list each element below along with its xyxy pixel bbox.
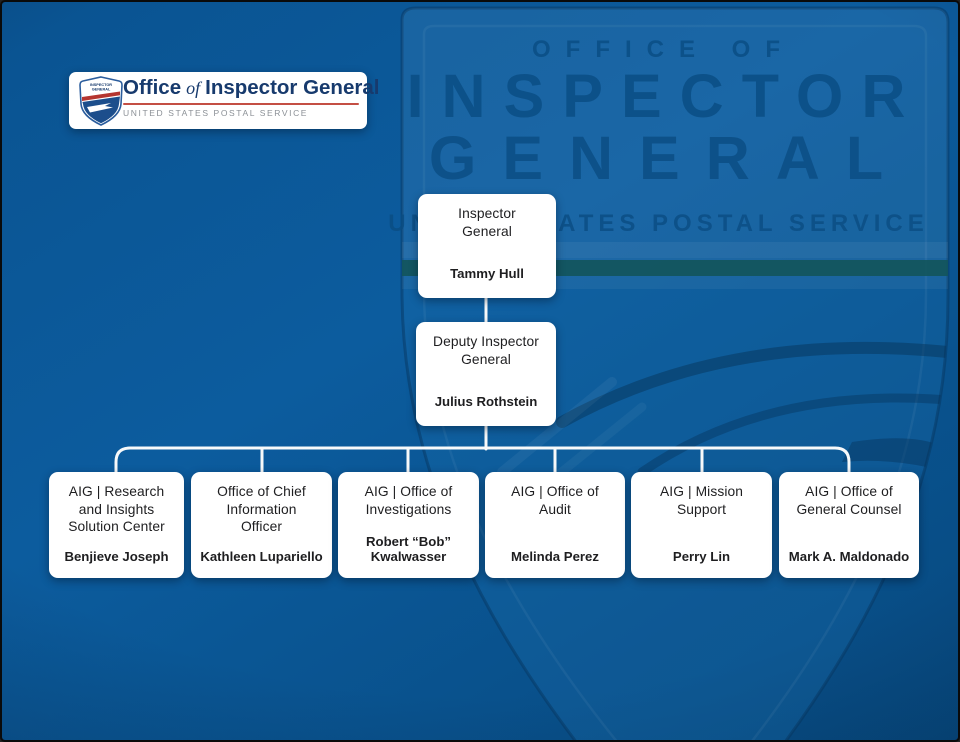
oig-logo-card: INSPECTOR GENERAL Office of Inspector Ge… (69, 72, 379, 129)
node-title: Deputy Inspector General (433, 334, 539, 367)
oig-logo-subtitle: UNITED STATES POSTAL SERVICE (123, 107, 309, 118)
logo-word-office: Office (123, 76, 182, 99)
shield-text-line2: GENERAL (92, 87, 111, 91)
node-person-name: Tammy Hull (450, 265, 524, 281)
oig-logo-text: Office of Inspector General UNITED STATE… (123, 76, 379, 118)
node-title: AIG | Research and Insights Solution Cen… (68, 484, 165, 535)
node-person-name: Perry Lin (672, 548, 731, 564)
org-node-deputy-inspector-general: Deputy Inspector General Julius Rothstei… (416, 322, 556, 426)
oig-shield-logo-icon: INSPECTOR GENERAL (79, 76, 123, 126)
org-node-research-insights: AIG | Research and Insights Solution Cen… (49, 472, 184, 578)
shield-text-line1: INSPECTOR (90, 83, 112, 87)
org-node-investigations: AIG | Office of Investigations Robert “B… (338, 472, 479, 578)
logo-word-of: of (186, 78, 201, 98)
org-node-chief-information-officer: Office of Chief Information Officer Kath… (191, 472, 332, 578)
node-person-name: Mark A. Maldonado (788, 548, 910, 564)
node-title: AIG | Office of General Counsel (796, 484, 902, 517)
org-node-mission-support: AIG | Mission Support Perry Lin (631, 472, 772, 578)
org-node-audit: AIG | Office of Audit Melinda Perez (485, 472, 625, 578)
node-person-name: Benjieve Joseph (64, 548, 169, 564)
node-person-name: Melinda Perez (511, 548, 599, 564)
org-node-inspector-general: Inspector General Tammy Hull (418, 194, 556, 298)
node-person-name: Julius Rothstein (434, 393, 538, 409)
node-title: AIG | Office of Investigations (364, 484, 453, 517)
node-title: AIG | Mission Support (659, 484, 744, 517)
oig-logo-title: Office of Inspector General (123, 76, 379, 100)
logo-red-rule (123, 102, 359, 105)
node-person-name: Kathleen Lupariello (200, 548, 323, 564)
org-node-general-counsel: AIG | Office of General Counsel Mark A. … (779, 472, 919, 578)
node-title: Inspector General (458, 206, 516, 239)
node-person-name: Robert “Bob” Kwalwasser (366, 533, 451, 564)
node-title: Office of Chief Information Officer (217, 484, 306, 535)
node-title: AIG | Office of Audit (511, 484, 599, 517)
logo-words-inspector-general: Inspector General (205, 76, 380, 99)
